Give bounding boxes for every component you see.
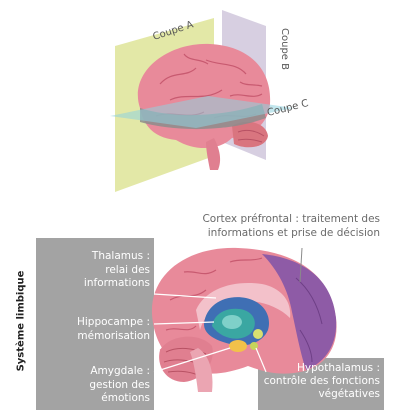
side-title-text: Système limbique <box>16 271 27 372</box>
hypothalamus-label-line1: Hypothalamus : <box>240 362 380 375</box>
hypothalamus-label-line3: végétatives <box>240 388 380 401</box>
hypothalamus-label-line2: contrôle des fonctions <box>240 375 380 388</box>
amygdale-label: Amygdale : gestion des émotions <box>40 365 150 406</box>
thalamus-label: Thalamus : relai des informations <box>40 250 150 291</box>
coupe-b-label: Coupe B <box>279 28 290 70</box>
cortex-label-line2: informations et prise de décision <box>140 226 380 240</box>
cortex-label-line1: Cortex préfrontal : traitement des <box>140 212 380 226</box>
thalamus-label-line2: relai des <box>40 264 150 278</box>
amygdale-label-line1: Amygdale : <box>40 365 150 379</box>
hippocampe-label-line1: Hippocampe : <box>40 316 150 330</box>
side-title: Système limbique <box>14 266 28 376</box>
coupe-c-label: Coupe C <box>266 98 310 119</box>
amygdale-label-line2: gestion des <box>40 379 150 393</box>
hippocampe-label-line2: mémorisation <box>40 330 150 344</box>
thalamus-label-line3: informations <box>40 277 150 291</box>
hypothalamus-label: Hypothalamus : contrôle des fonctions vé… <box>240 362 380 401</box>
cortex-prefrontal-label: Cortex préfrontal : traitement des infor… <box>140 212 380 240</box>
hippocampe-label: Hippocampe : mémorisation <box>40 316 150 343</box>
thalamus-label-line1: Thalamus : <box>40 250 150 264</box>
amygdale-label-line3: émotions <box>40 392 150 406</box>
